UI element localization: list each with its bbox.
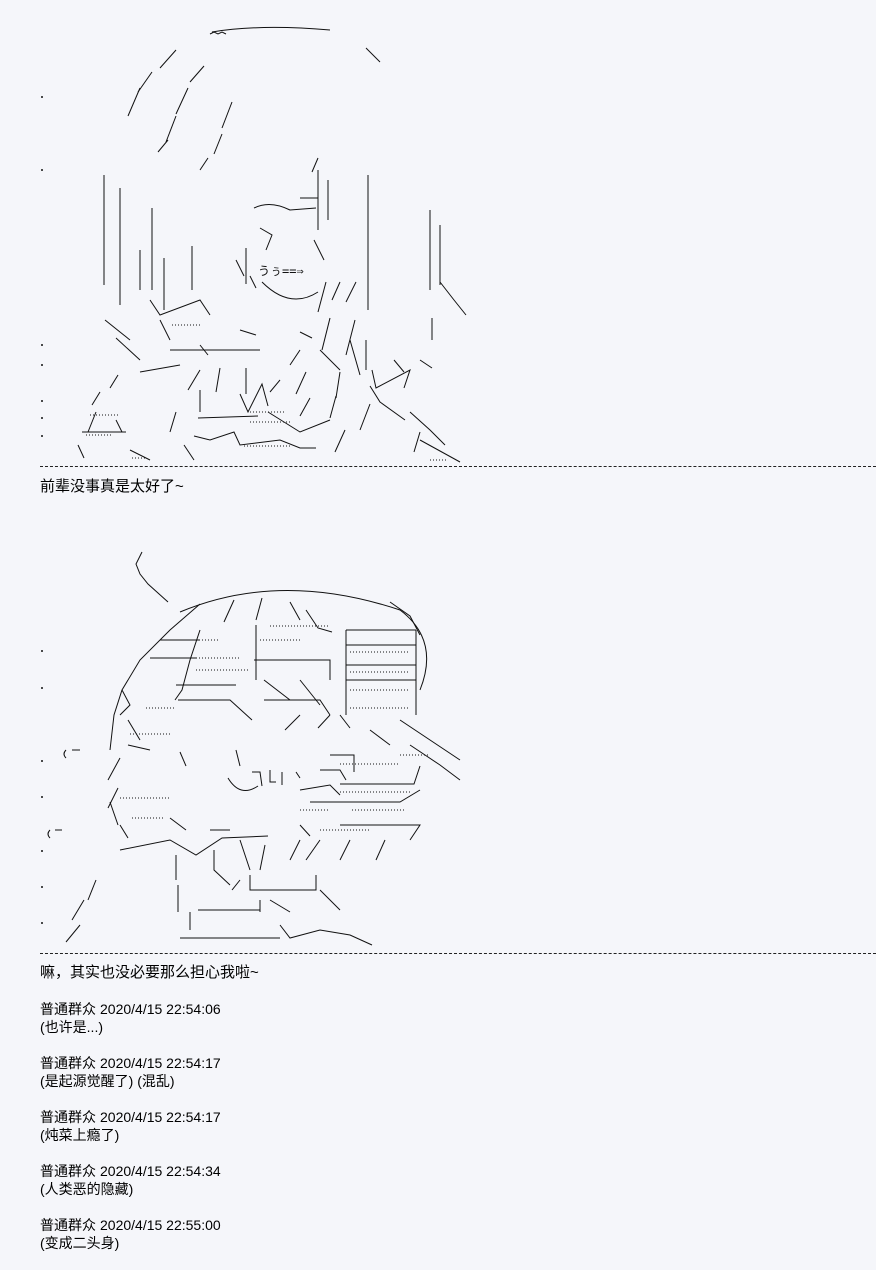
comment-username: 普通群众: [40, 1163, 96, 1179]
section-divider-2: [40, 953, 876, 954]
comment-username: 普通群众: [40, 1217, 96, 1233]
caption-1: 前辈没事真是太好了~: [40, 478, 184, 495]
comment-text: (是起源觉醒了) (混乱): [40, 1073, 175, 1089]
comment-text: (也许是...): [40, 1019, 103, 1035]
comment-timestamp: 2020/4/15 22:54:17: [100, 1055, 221, 1071]
comment-timestamp: 2020/4/15 22:55:00: [100, 1217, 221, 1233]
ascii-art-illustration-1: うぅ==⇒: [0, 20, 876, 465]
caption-2: 嘛，其实也没必要那么担心我啦~: [40, 964, 259, 981]
comment-text: (变成二头身): [40, 1235, 120, 1251]
comment-text: (人类恶的隐藏): [40, 1181, 134, 1197]
ascii-art-illustration-2: [0, 540, 876, 950]
comment-username: 普通群众: [40, 1055, 96, 1071]
comment-timestamp: 2020/4/15 22:54:34: [100, 1163, 221, 1179]
comment-timestamp: 2020/4/15 22:54:17: [100, 1109, 221, 1125]
section-divider-1: [40, 466, 876, 467]
comment-username: 普通群众: [40, 1109, 96, 1125]
comment-text: (炖菜上瘾了): [40, 1127, 120, 1143]
comment-timestamp: 2020/4/15 22:54:06: [100, 1001, 221, 1017]
art-speech-text: うぅ==⇒: [258, 264, 304, 278]
comment-username: 普通群众: [40, 1001, 96, 1017]
